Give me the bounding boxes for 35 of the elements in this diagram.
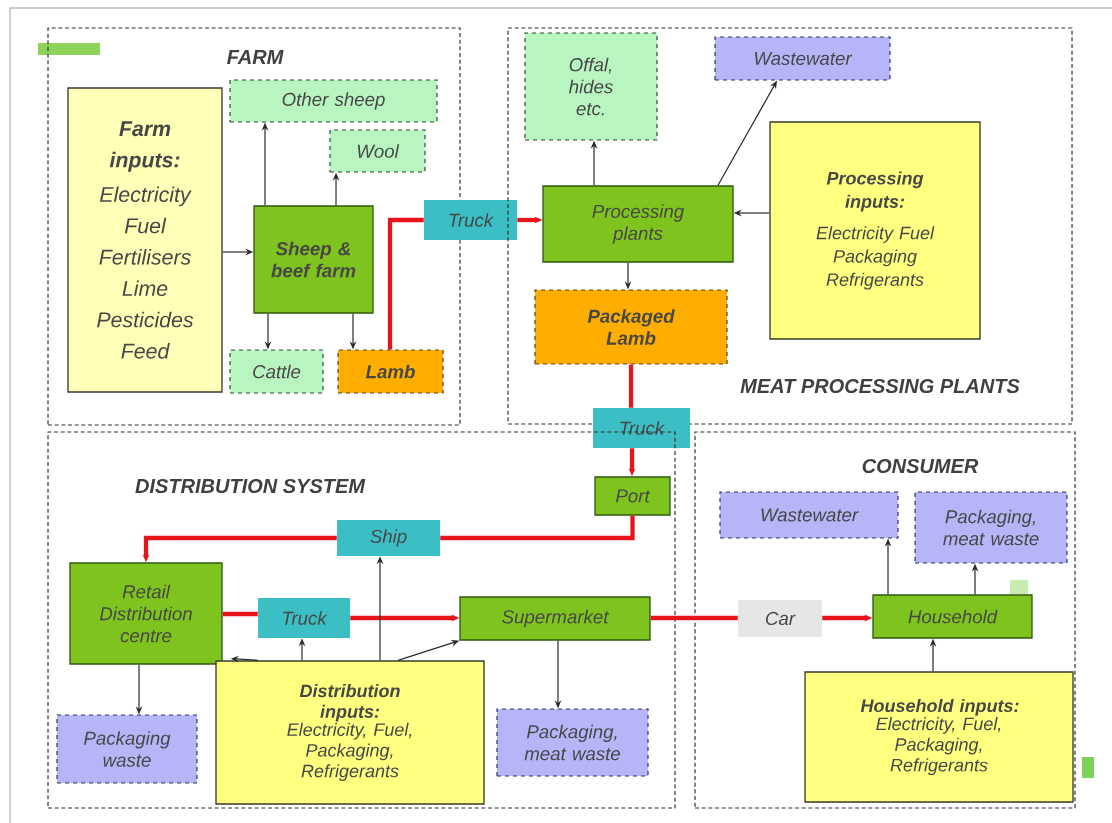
region-title: MEAT PROCESSING PLANTS [740, 378, 1020, 394]
process-box: Retail Distribution centre [69, 562, 223, 665]
connector-line [440, 515, 635, 541]
transport-box: Truck [424, 200, 517, 240]
input-box: Household inputs: Electricity, Fuel, Packaging, Refrigerants [804, 671, 1074, 803]
waste-box: Wastewater [714, 36, 891, 81]
transport-box: Truck [258, 598, 350, 638]
product-box: Lamb [337, 349, 444, 394]
waste-box: Packaging waste [56, 714, 198, 784]
by-product-box: Other sheep [229, 79, 438, 123]
waste-box: Wastewater [719, 491, 899, 539]
process-box: Port [594, 476, 671, 516]
input-box: Farm inputs: Electricity Fuel Fertilisers Lime Pesticides Feed [67, 87, 223, 393]
transport-box: Ship [337, 520, 440, 556]
region-title: FARM [227, 50, 284, 64]
transport-box: Truck [593, 408, 690, 448]
product-box: Packaged Lamb [534, 289, 728, 365]
by-product-box: Cattle [229, 349, 324, 394]
by-product-box: Wool [329, 129, 426, 173]
connector-line [628, 364, 634, 408]
waste-box: Packaging, meat waste [496, 708, 649, 777]
process-box: Sheep & beef farm [253, 205, 374, 314]
connector-line [222, 611, 258, 617]
input-box: Processing inputs: Electricity Fuel Packaging Refrigerants [769, 121, 981, 340]
region-title: DISTRIBUTION SYSTEM [135, 478, 366, 494]
region-title: CONSUMER [862, 458, 979, 474]
input-box: Distribution inputs: Electricity, Fuel, Packaging, Refrigerants [215, 660, 485, 805]
waste-box: Packaging, meat waste [914, 491, 1068, 564]
process-box: Processing plants [542, 185, 734, 263]
process-box: Supermarket [459, 596, 651, 641]
connector-line [650, 615, 738, 621]
transport-box: Car [738, 600, 822, 637]
by-product-box: Offal, hides etc. [524, 32, 658, 141]
connector-line [387, 217, 424, 350]
process-box: Household [872, 594, 1033, 639]
